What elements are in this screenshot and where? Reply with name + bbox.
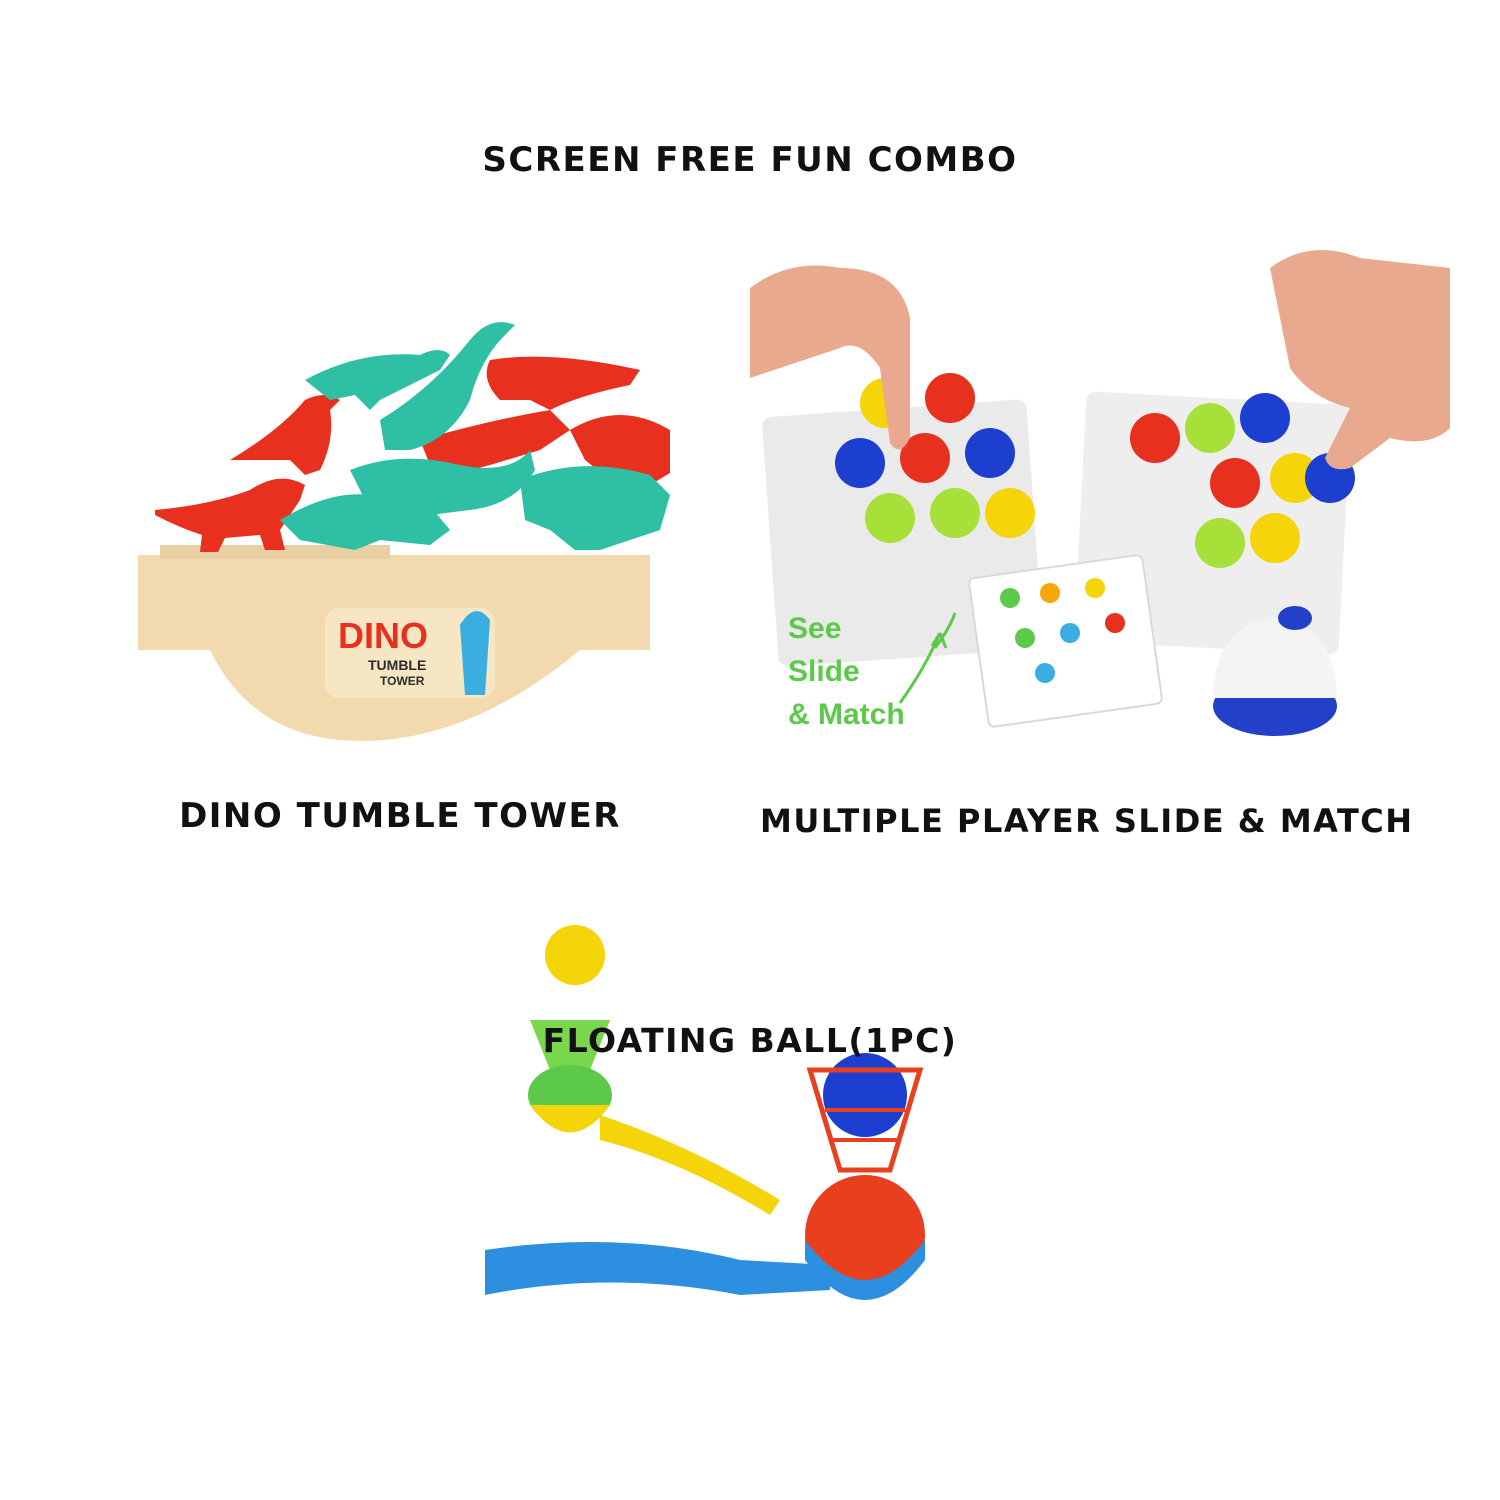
red-bowl <box>805 1175 925 1295</box>
dino-logo-word: DINO <box>338 615 428 656</box>
teal-dino <box>520 466 670 550</box>
tumble-logo-word: TUMBLE <box>368 657 426 673</box>
match-text: & Match <box>788 698 905 731</box>
floating-ball-image <box>470 900 1110 1360</box>
tower-logo-word: TOWER <box>380 674 425 688</box>
dino-logo: DINO TUMBLE TOWER <box>325 608 495 698</box>
dino-tumble-tower-image: DINO TUMBLE TOWER <box>130 300 670 760</box>
blue-ball <box>823 1053 907 1137</box>
slide-and-match-caption: MULTIPLE PLAYER SLIDE & MATCH <box>760 802 1414 840</box>
yellow-pipe-stem <box>600 1115 780 1215</box>
floating-ball-caption: FLOATING BALL(1PC) <box>542 1021 958 1060</box>
see-text: See <box>788 612 841 645</box>
red-dino <box>155 478 305 552</box>
hand <box>750 265 910 450</box>
teal-dino <box>380 322 515 450</box>
teal-dino <box>305 350 450 410</box>
red-dino <box>420 410 570 475</box>
combo-title: SCREEN FREE FUN COMBO <box>482 140 1018 180</box>
red-dino <box>230 395 340 475</box>
arrow-icon <box>898 612 957 704</box>
slide-and-match-image: See Slide & Match <box>750 228 1450 750</box>
dino-tumble-tower-caption: DINO TUMBLE TOWER <box>179 796 621 836</box>
red-dino <box>486 356 640 410</box>
slide-text: Slide <box>788 655 860 688</box>
red-basket <box>806 1067 924 1173</box>
yellow-ball <box>545 925 605 985</box>
teal-dino <box>350 450 535 515</box>
green-basket <box>530 1020 610 1070</box>
blue-pipe-stem <box>485 1242 830 1295</box>
hand <box>1270 250 1450 470</box>
